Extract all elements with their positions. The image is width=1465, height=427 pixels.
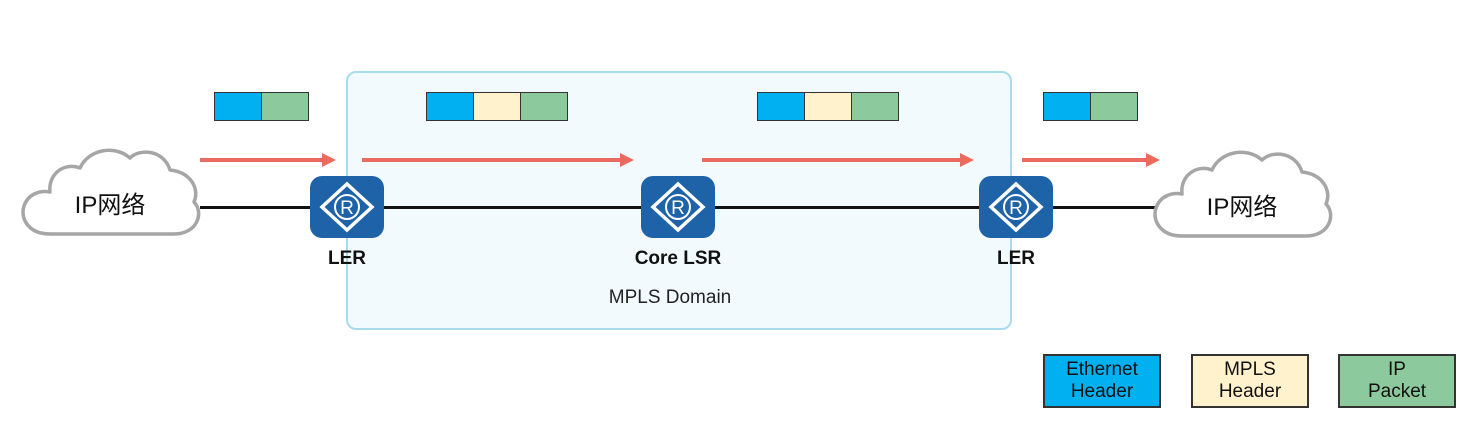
legend-ethernet-header: Ethernet Header [1043, 354, 1161, 408]
ip-packet-segment [1090, 92, 1138, 121]
ethernet-header-segment [757, 92, 805, 121]
router-ler-ingress: R [310, 176, 384, 238]
router-icon: R [650, 181, 706, 233]
svg-text:R: R [340, 198, 354, 219]
router-label-core-lsr: Core LSR [634, 248, 722, 269]
cloud-label-left: IP网络 [74, 192, 146, 219]
mpls-header-segment [473, 92, 521, 121]
legend-ip-packet: IP Packet [1338, 354, 1456, 408]
mpls-domain-label: MPLS Domain [608, 287, 732, 308]
router-label-ler-ingress: LER [328, 248, 366, 269]
flow-arrow-4 [1022, 153, 1160, 167]
link-ler-cloud-right [1052, 206, 1156, 209]
legend-mpls-header: MPLS Header [1191, 354, 1309, 408]
link-ler-core [384, 206, 642, 209]
ethernet-header-segment [426, 92, 474, 121]
svg-text:R: R [671, 198, 685, 219]
svg-text:R: R [1009, 198, 1023, 219]
flow-arrow-1 [200, 153, 336, 167]
router-icon: R [319, 181, 375, 233]
link-core-ler [714, 206, 980, 209]
flow-arrow-2 [362, 153, 634, 167]
ethernet-header-segment [1043, 92, 1091, 121]
packet-mpls-1 [426, 92, 568, 121]
packet-ip-egress [1043, 92, 1138, 121]
packet-ip-ingress [214, 92, 309, 121]
flow-arrow-3 [702, 153, 974, 167]
link-cloud-ler-left [200, 206, 312, 209]
ip-packet-segment [851, 92, 899, 121]
packet-mpls-2 [757, 92, 899, 121]
cloud-icon [21, 148, 201, 236]
cloud-icon [1153, 150, 1333, 238]
router-icon: R [988, 181, 1044, 233]
ethernet-header-segment [214, 92, 262, 121]
ip-packet-segment [520, 92, 568, 121]
router-core-lsr: R [641, 176, 715, 238]
router-label-ler-egress: LER [997, 248, 1035, 269]
router-ler-egress: R [979, 176, 1053, 238]
ip-packet-segment [261, 92, 309, 121]
cloud-label-right: IP网络 [1206, 194, 1278, 221]
mpls-header-segment [804, 92, 852, 121]
